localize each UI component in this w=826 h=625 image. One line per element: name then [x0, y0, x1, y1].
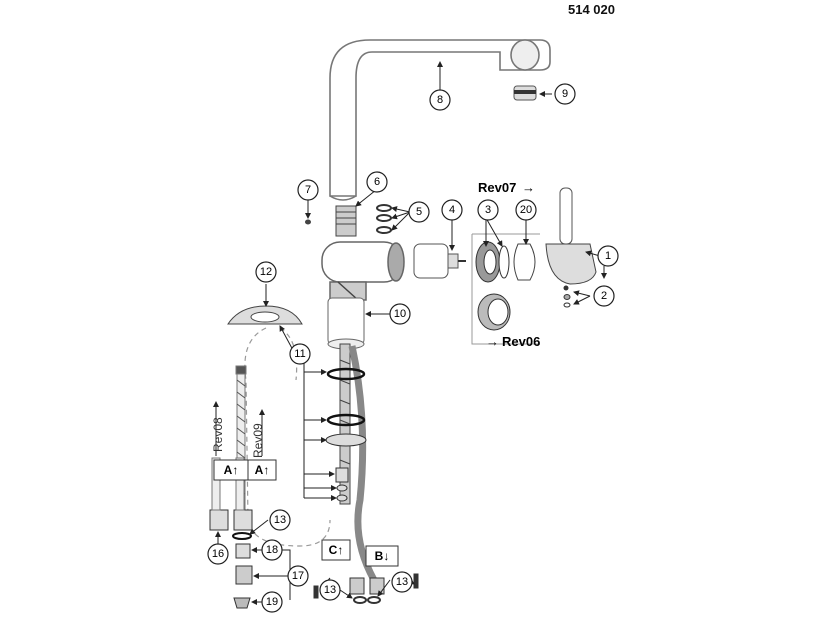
callout-3: 3 [485, 204, 491, 216]
callout-2: 2 [601, 290, 607, 302]
callout-1: 1 [605, 250, 611, 262]
o-rings-part-5 [376, 204, 392, 234]
hose-label-a-left: A↑ [224, 463, 239, 477]
callout-7: 7 [305, 184, 311, 196]
callout-6: 6 [374, 176, 380, 188]
bottom-fittings [313, 573, 419, 604]
hose-label-a-right: A↑ [255, 463, 270, 477]
rev08-label: Rev08 [211, 417, 225, 452]
supply-hose-left [209, 365, 253, 609]
aerator-part [513, 85, 537, 101]
callout-13-right: 13 [396, 576, 408, 588]
rev07-arrow: → [522, 180, 535, 195]
ring-part-3 [475, 241, 510, 283]
rev-bracket [471, 233, 540, 345]
spout-part [329, 39, 551, 201]
callout-11: 11 [294, 348, 305, 360]
lever-handle-part [545, 187, 597, 308]
callout-16: 16 [212, 548, 224, 560]
collar-part [327, 297, 365, 350]
callout-4: 4 [449, 204, 455, 216]
document-number: 514 020 [568, 2, 615, 17]
callout-13-left: 13 [274, 514, 286, 526]
callout-13-mid: 13 [324, 584, 336, 596]
hose-label-c: C↑ [329, 543, 344, 557]
callout-12: 12 [260, 266, 272, 278]
callout-19: 19 [266, 596, 278, 608]
callout-9: 9 [562, 88, 568, 100]
rev07-label: Rev07 [478, 180, 516, 195]
ring-part-rev06 [477, 293, 511, 331]
supply-hose-right [211, 457, 245, 511]
screw-part-7 [305, 219, 311, 225]
hose-label-b: B↓ [375, 549, 390, 563]
callout-5: 5 [416, 206, 422, 218]
rev09-label: Rev09 [251, 423, 265, 458]
callout-17: 17 [292, 570, 304, 582]
callout-circles [207, 83, 619, 613]
tap-body [321, 241, 405, 301]
hose-label-boxes [213, 459, 399, 567]
leader-lines [213, 61, 607, 605]
rev06-arrow: → [486, 334, 499, 349]
seat-part [335, 205, 357, 237]
callout-10: 10 [394, 308, 406, 320]
washers-stack [326, 367, 366, 427]
callout-8: 8 [437, 94, 443, 106]
callout-20: 20 [520, 204, 532, 216]
deck-plate-part [227, 305, 303, 325]
washers-plain [325, 433, 367, 502]
outlet-hose [348, 345, 378, 582]
cartridge-part-4 [413, 243, 466, 279]
rev06-label: Rev06 [502, 334, 540, 349]
ring-part-20 [513, 243, 536, 281]
callout-18: 18 [266, 544, 278, 556]
